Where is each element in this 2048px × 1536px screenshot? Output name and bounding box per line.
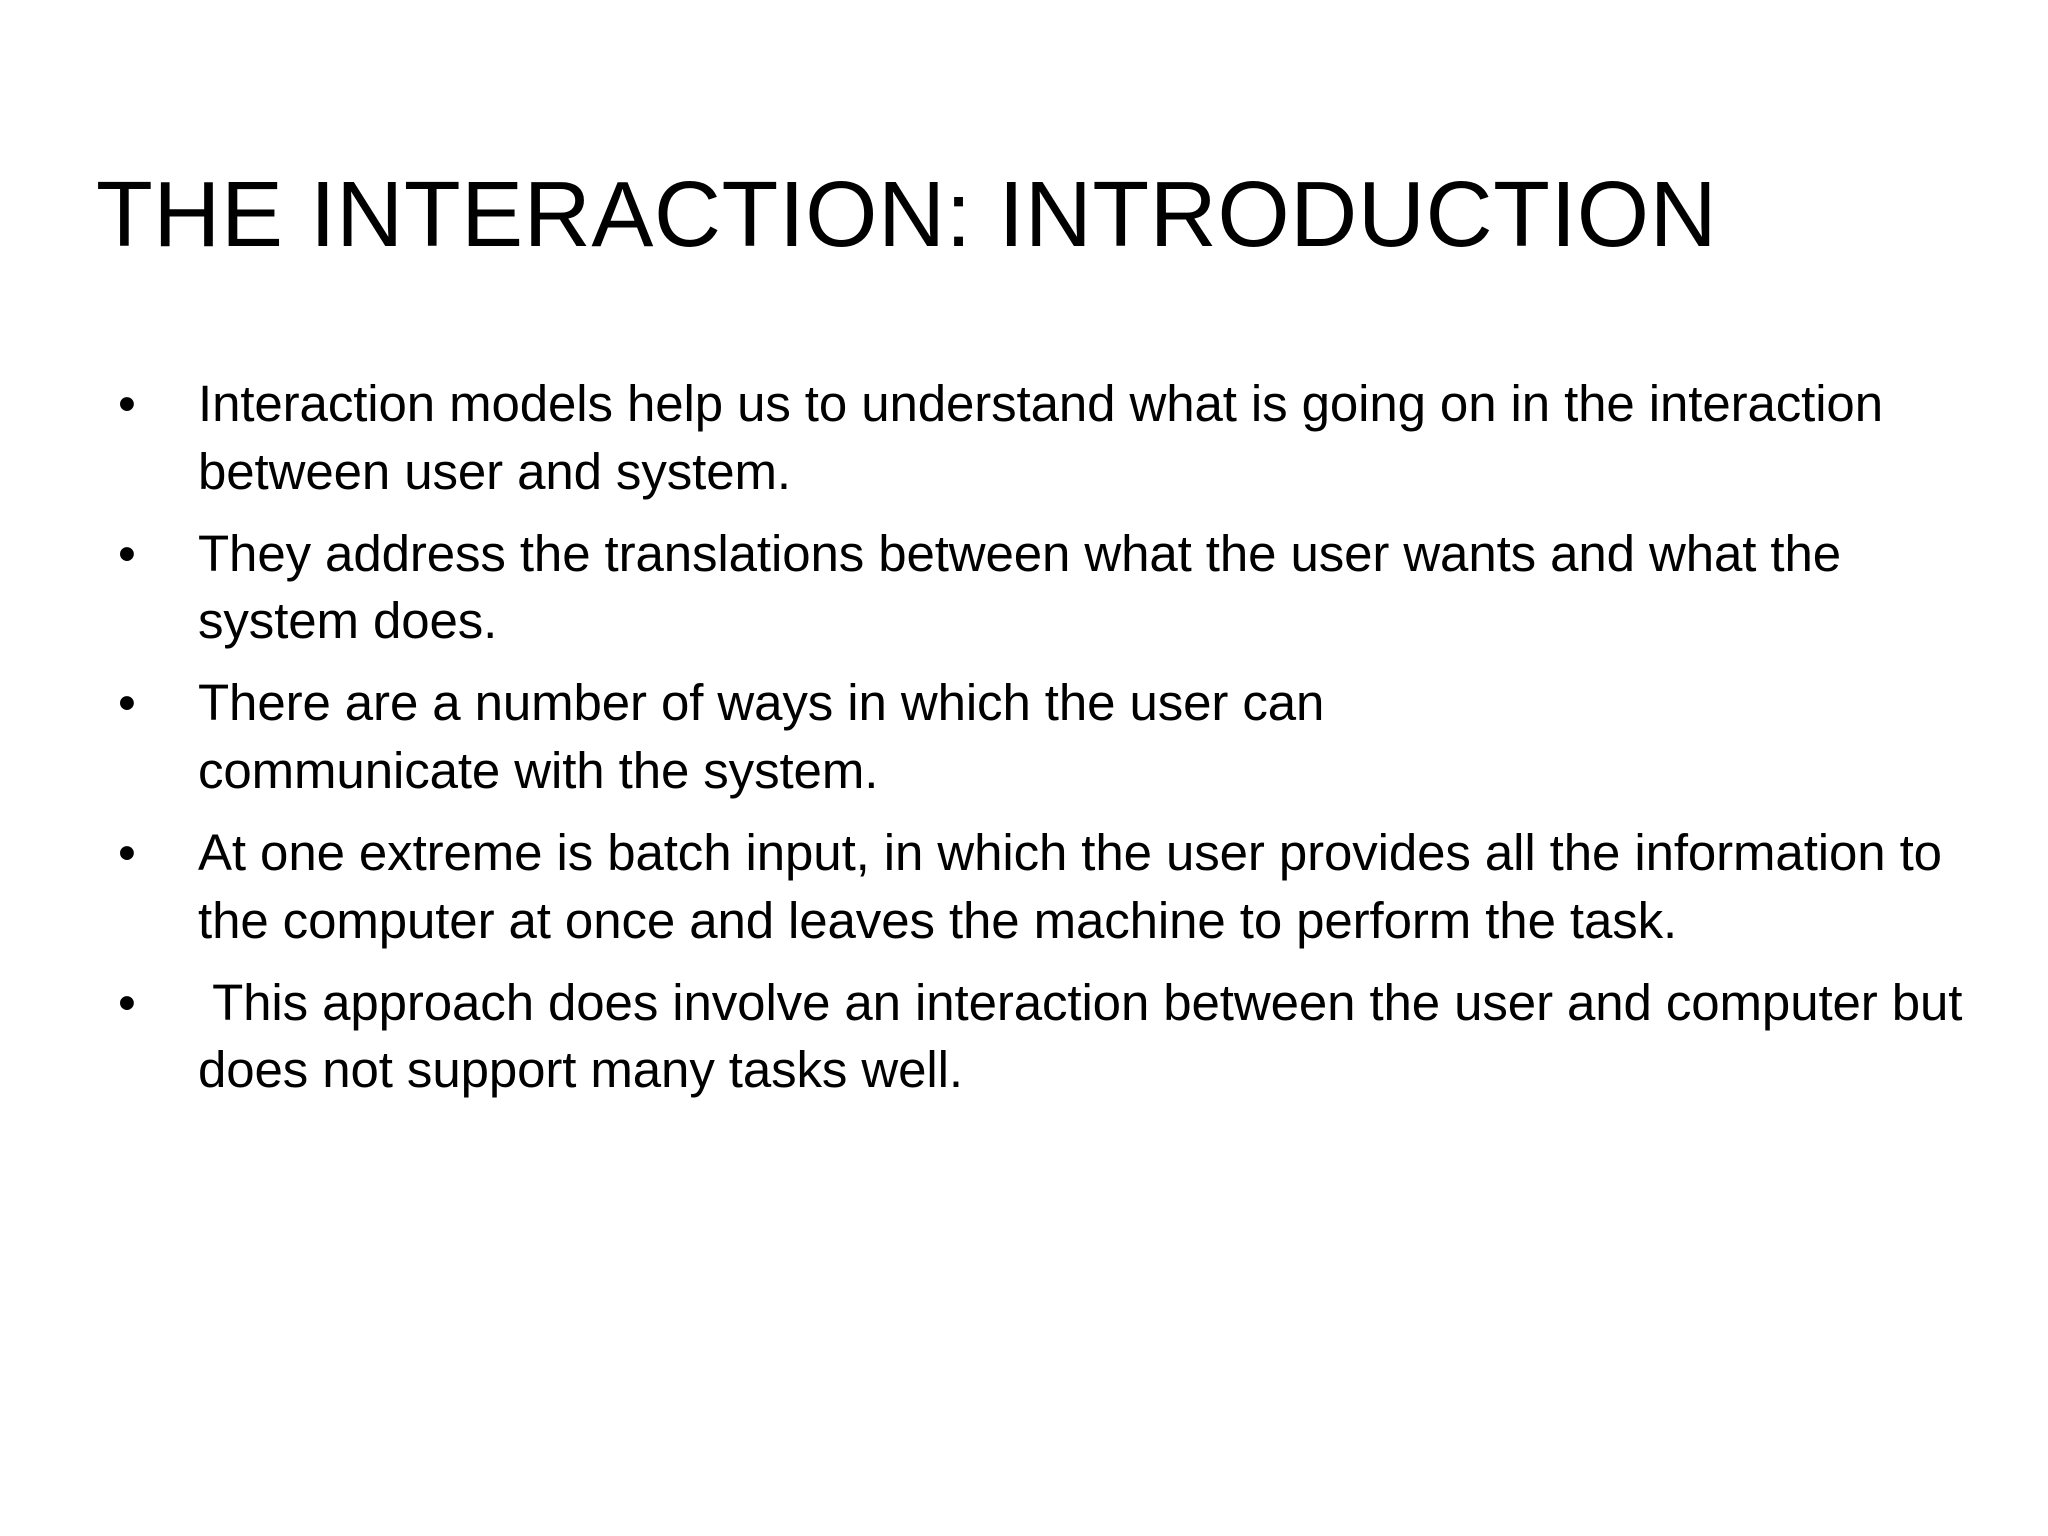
bullet-point-icon: • (118, 973, 136, 1031)
bullet-point-icon: • (118, 823, 136, 881)
list-item-text: At one extreme is batch input, in which … (198, 823, 1957, 949)
bullet-point-icon: • (118, 375, 136, 432)
list-item: • Interaction models help us to understa… (96, 370, 1976, 506)
list-item-text: They address the translations between wh… (198, 524, 1856, 650)
list-item: • This approach does involve an interact… (96, 969, 1976, 1105)
list-item-text: Interaction models help us to understand… (198, 375, 1898, 500)
list-item: • At one extreme is batch input, in whic… (96, 819, 1976, 955)
bullet-point-icon: • (118, 524, 136, 582)
slide-title: THE INTERACTION: INTRODUCTION (96, 162, 1718, 267)
list-item-text: There are a number of ways in which the … (198, 674, 1339, 800)
slide-body: • Interaction models help us to understa… (96, 370, 1976, 1104)
list-item: • There are a number of ways in which th… (96, 669, 1976, 805)
bullet-point-icon: • (118, 674, 136, 732)
list-item-text: This approach does involve an interactio… (198, 973, 1977, 1099)
bullet-list: • Interaction models help us to understa… (96, 370, 1976, 1104)
list-item: • They address the translations between … (96, 520, 1976, 656)
